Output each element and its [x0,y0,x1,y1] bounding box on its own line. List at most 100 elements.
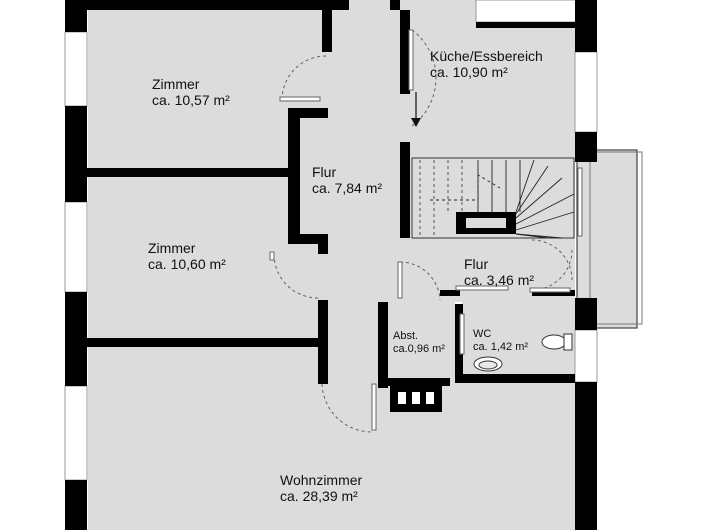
door-leaf [529,287,571,293]
wc-fixtures [473,333,573,372]
stair-arrow [430,174,501,201]
window-right-1 [574,51,598,133]
stair-line [515,177,563,219]
wall-top-left [87,0,349,10]
balcony-railing [589,151,643,325]
stair-line [515,159,535,213]
wall-abst-left [378,302,388,388]
wall-zimmer1-right-b [288,108,300,170]
wall-zimmer1-stub [288,108,328,118]
door-stair [531,239,573,281]
window-left-3 [64,385,88,481]
door-wohnzimmer [321,383,373,433]
wall-wohn-top [87,338,327,347]
door-zimmer1 [281,55,327,101]
stair-line [515,233,563,239]
sink-basin [478,360,498,370]
door-leaf [455,285,509,291]
room-area: ca. 10,60 m² [148,256,226,273]
stair-line [515,211,575,231]
wall-wc-bottom [455,374,575,383]
toilet-icon [541,334,567,350]
door-leaf [269,251,275,261]
door-leaves [269,29,583,431]
door-zimmer2 [273,253,319,299]
label-wc: WC ca. 1,42 m² [473,328,528,353]
wall-corridor-stub2 [318,236,328,254]
room-area: ca. 28,39 m² [280,488,358,505]
stair-outline [411,157,575,239]
stair-line [515,193,575,225]
wall-kueche-left-a [390,0,400,10]
room-name: Küche/Essbereich [430,48,543,64]
room-area: ca. 10,90 m² [430,64,508,81]
door-leaf [577,167,583,237]
floor-zimmer-mid [88,175,320,340]
room-area: ca. 1,42 m² [473,340,529,353]
wall-abst-bottom [378,378,450,386]
room-area: ca. 10,57 m² [152,92,230,109]
room-name: Zimmer [148,240,196,256]
wall-flur2-bottom-b [532,290,575,296]
wall-kueche-left-b [400,10,410,94]
door-leaf [371,383,377,431]
wall-corridor-left [288,168,300,242]
wall-abst-right [455,304,463,376]
wall-zimmer1-right [322,10,332,52]
wall-zimmer-divider [87,168,300,177]
stair-core-inner [466,218,506,228]
room-name: Flur [312,164,337,180]
wall-outer-right-d [575,382,597,530]
room-name: Abst. [393,330,419,342]
walls [65,0,597,530]
room-area: ca.0,96 m² [393,342,445,355]
windows [64,0,598,481]
label-abst: Abst. ca.0,96 m² [393,330,445,355]
label-zimmer-mid: Zimmer ca. 10,60 m² [148,240,226,272]
shaft-cell-3 [426,392,434,404]
shaft-cell-2 [412,392,420,404]
window-left-2 [64,201,88,293]
balcony-floor [576,149,638,329]
door-kueche [411,29,437,127]
wall-flur2-bottom-a [440,290,460,296]
window-left-1 [64,31,88,107]
door-leaf [408,29,414,91]
wall-outer-left-b [65,106,87,202]
room-name: WC [473,328,492,340]
wall-outer-right-c [575,298,597,330]
shaft-cells [398,392,434,404]
window-top [475,0,577,23]
wall-stair-left [400,142,410,238]
label-wohnzimmer: Wohnzimmer ca. 28,39 m² [280,472,362,504]
wall-outer-left-c [65,292,87,386]
room-area: ca. 7,84 m² [312,180,383,197]
wall-top-kitchen [476,22,576,28]
wall-wohn-corridor [318,300,328,384]
room-name: Wohnzimmer [280,472,363,488]
door-flur2 [399,261,441,301]
wall-outer-right-b [575,132,597,162]
label-flur-main: Flur ca. 7,84 m² [312,164,382,196]
wall-outer-left-d [65,480,87,530]
wall-corridor-stub [288,234,328,244]
toilet-tank [563,333,573,351]
staircase [411,157,575,239]
window-right-2 [574,329,598,383]
room-name: Flur [464,256,489,272]
door-leaf [397,261,403,299]
label-flur-small: Flur ca. 3,46 m² [464,256,534,288]
room-name: Zimmer [152,76,200,92]
wall-outer-left-a [65,0,87,32]
wall-outer-right-a [575,0,597,52]
shaft-cell-1 [398,392,406,404]
stair-line [515,165,549,215]
staircase-dashed [419,160,463,236]
room-area: ca. 3,46 m² [464,272,535,289]
door-leaf [279,96,321,102]
label-zimmer-top: Zimmer ca. 10,57 m² [152,76,230,108]
door-leaf [459,313,465,355]
balcony [576,149,643,329]
label-kueche: Küche/Essbereich ca. 10,90 m² [430,48,543,80]
